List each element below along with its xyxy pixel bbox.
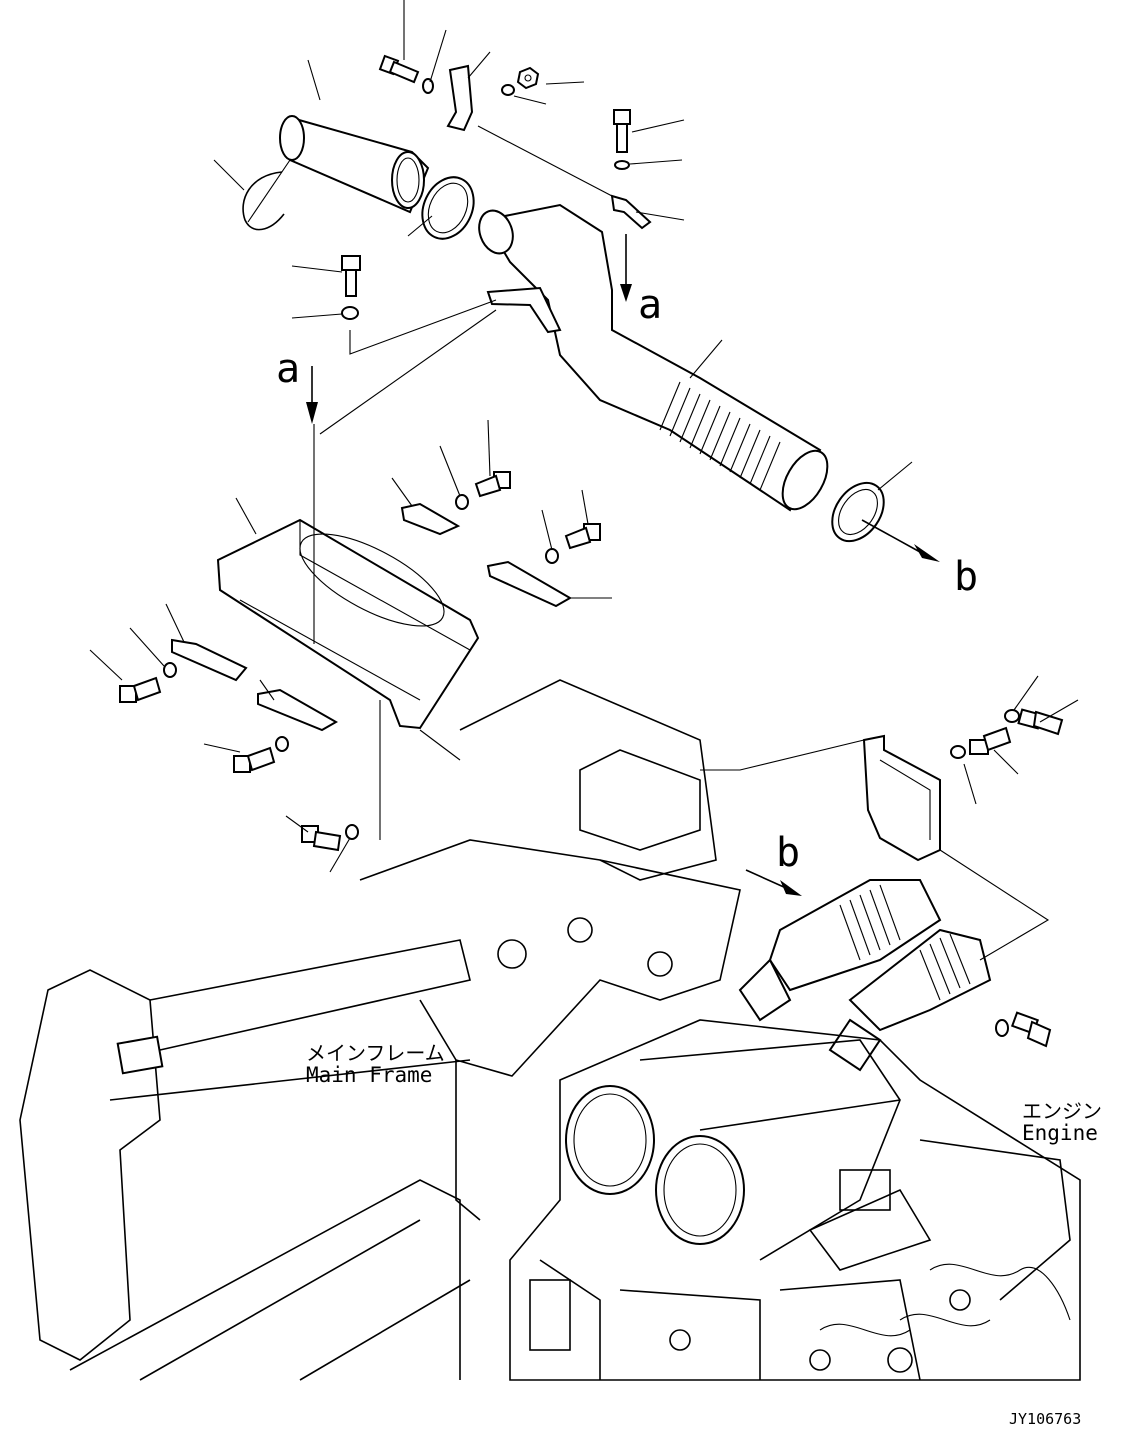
washer-frame-3 [163, 662, 177, 678]
arrow-a-down-left [306, 366, 318, 644]
main-frame-label-en: Main Frame [306, 1063, 432, 1087]
leader-lines [89, 0, 1079, 961]
elbow-pipe [478, 203, 829, 512]
support-frame [216, 518, 480, 730]
dpf-canister-left [565, 1085, 655, 1195]
main-frame-label-jp: メインフレーム [306, 1041, 445, 1065]
plate-3 [171, 638, 248, 682]
arrow-a-down-upper [620, 234, 632, 302]
u-bolt [242, 171, 285, 231]
engine-block [509, 1019, 1081, 1381]
plate-4 [257, 688, 339, 732]
washer-pipe-bracket [341, 306, 359, 320]
washer-top-right [501, 84, 515, 96]
bolt-frame-2 [564, 523, 601, 550]
marker-a-upper: a [638, 282, 662, 328]
bolt-frame-4 [233, 746, 276, 773]
dpf-canister-right [655, 1135, 745, 1245]
bolt-frame-3 [119, 676, 162, 703]
engine-label-jp: エンジン [1022, 1099, 1102, 1123]
washer-vertical-right [614, 160, 630, 170]
plate-2 [486, 560, 573, 608]
bolt-vertical-right [613, 109, 631, 153]
top-bracket [446, 64, 474, 132]
small-bracket-right [610, 194, 652, 230]
washer-frame-2 [545, 548, 559, 564]
clamp-ring [421, 176, 475, 240]
tailpipe [279, 115, 430, 214]
marker-b-right: b [954, 554, 978, 600]
washer-frame-4 [275, 736, 289, 752]
plate-1 [400, 502, 461, 536]
side-bracket-right [862, 708, 1064, 1048]
washer-top-left [422, 78, 434, 94]
engine-label-en: Engine [1022, 1121, 1098, 1145]
main-frame-structure [19, 679, 741, 1381]
clamp-ring-lower [831, 481, 885, 543]
exhaust-connectors [738, 879, 992, 1072]
bellows-section [659, 381, 781, 491]
washer-frame-5 [345, 824, 359, 840]
bolt-top-left [378, 54, 420, 84]
bolt-pipe-bracket [341, 255, 361, 297]
bolt-frame-5 [301, 825, 342, 852]
marker-a-left: a [276, 346, 300, 392]
arrow-b-right [861, 519, 940, 562]
marker-b-connector: b [776, 830, 800, 876]
arrow-b-into-connector [745, 869, 802, 896]
bolt-frame-1 [474, 471, 511, 498]
drawing-id: JY106763 [1009, 1410, 1081, 1428]
support-frame-group [119, 471, 601, 852]
nut-top [516, 66, 540, 90]
upper-pipe-group [242, 54, 885, 543]
washer-frame-1 [455, 494, 469, 510]
